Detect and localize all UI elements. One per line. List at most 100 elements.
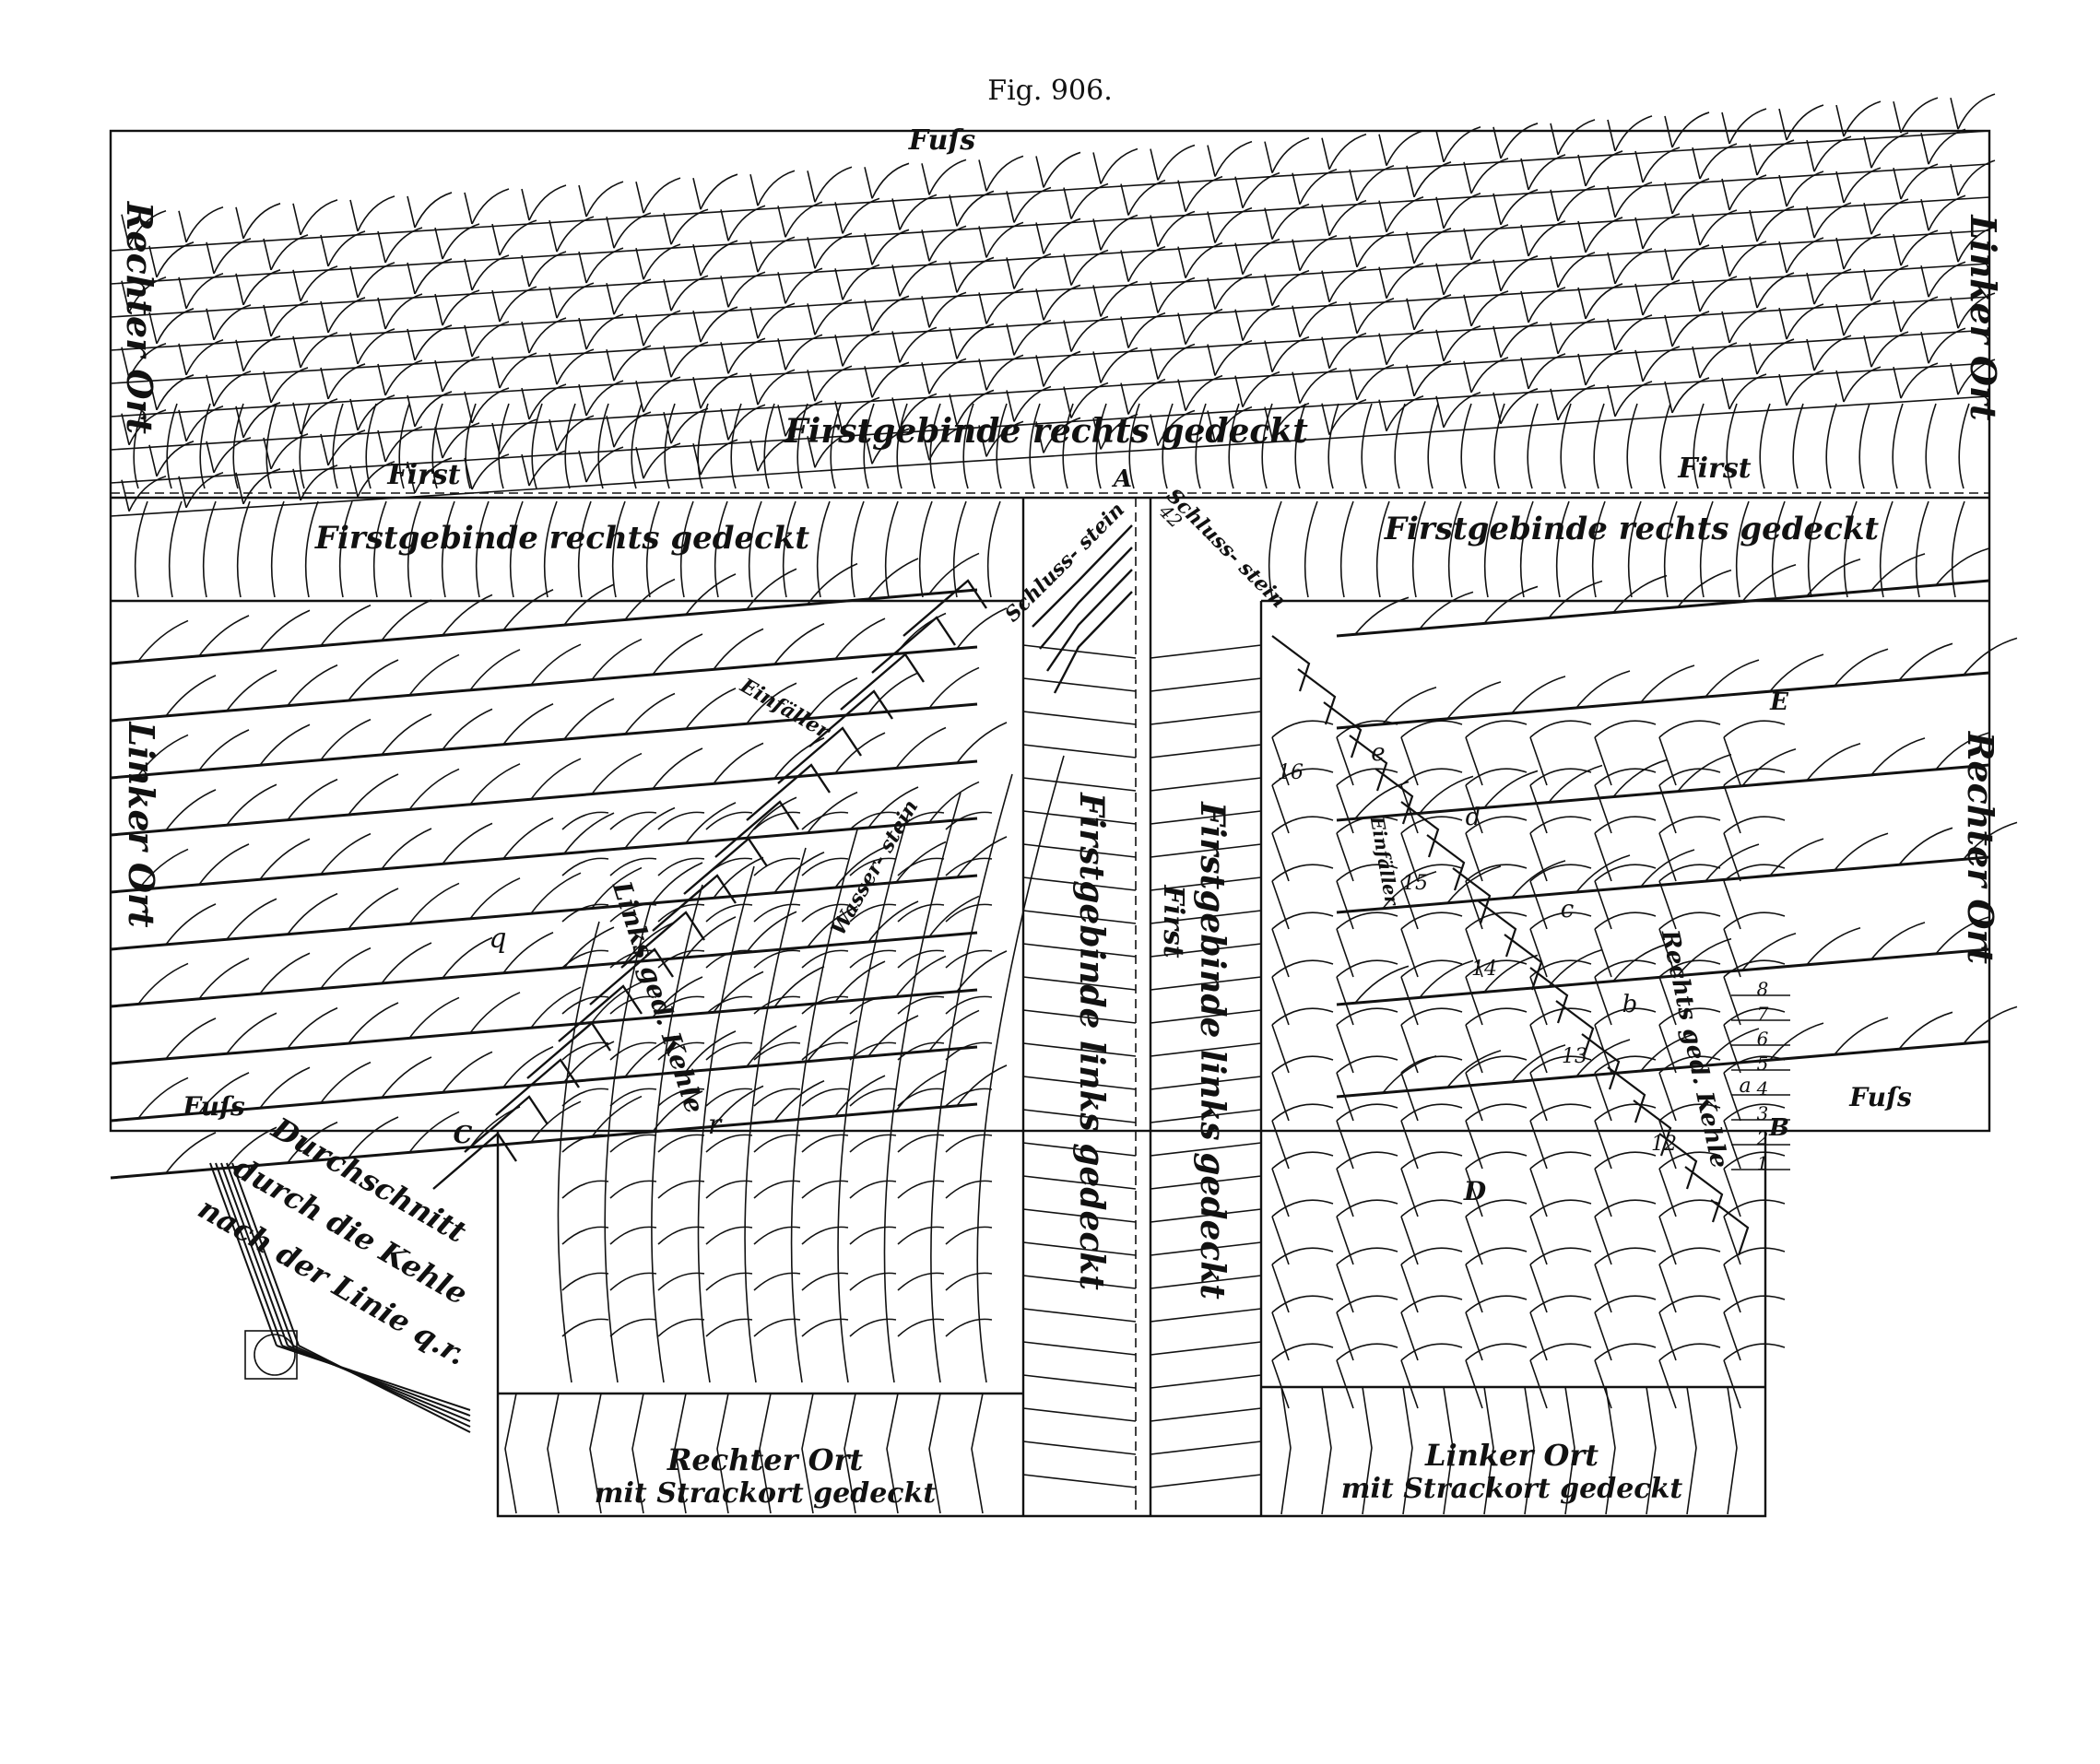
fan-scallop [1336,1103,1398,1122]
dormer-slate [1022,1374,1137,1389]
strackort-slate [759,1393,772,1514]
slate-joint [1893,167,1902,200]
slate-scallop [1100,280,1138,317]
slate-joint [464,192,473,225]
slate-scallop [1214,339,1253,376]
slate-joint [834,335,844,367]
fan-scallop [561,1088,609,1107]
fan-scallop [753,1272,801,1291]
left-course-line [110,817,978,894]
slate-scallop [928,291,967,328]
slate-scallop [1500,388,1539,425]
slate-scallop [1500,255,1539,292]
fan-slate-line [1336,976,1354,1026]
slate-joint [635,181,644,214]
slate-scallop [1843,366,1882,403]
slate-scallop [1328,133,1367,171]
fan-slate-line [1658,976,1677,1026]
ridge-slate [1726,403,1738,489]
slate-scallop [1356,297,1395,335]
keystone-chevron [1053,591,1133,694]
slate-scallop [700,372,738,409]
slate-scallop [1386,394,1424,432]
slate-joint [1006,257,1015,289]
valley-chevron [1323,701,1363,759]
fan-scallop [609,1226,657,1245]
slate-joint [121,413,130,445]
ridge-slate [830,403,842,489]
fan-scallop [1529,816,1592,834]
fan-slate-line [1336,1024,1354,1074]
label-slate-number: 1 [1757,1152,1769,1174]
strackort-slate [674,1393,687,1514]
slate-joint [1749,143,1758,176]
slate-scallop [242,335,281,372]
fan-slate-line [1336,832,1354,882]
slate-scallop [685,573,737,616]
fan-slate-line [1594,1168,1612,1217]
slate-joint [407,394,416,428]
ridge-slate [1195,403,1207,489]
slate-scallop [357,195,395,232]
slate-joint [720,209,729,241]
fan-scallop [1723,1199,1786,1217]
slate-joint [834,401,844,433]
slate-scallop [348,1002,399,1044]
slate-scallop [956,722,1008,764]
slate-scallop [270,367,309,404]
fan-scallop [801,1318,849,1337]
fan-scallop [1594,1199,1657,1217]
ridge-band-slate [1411,500,1426,598]
fan-scallop [705,1226,753,1245]
slate-scallop [1299,234,1338,272]
slate-joint [949,261,958,293]
slate-joint [1550,255,1559,288]
slate-scallop [499,418,537,455]
slate-scallop [1443,391,1481,429]
ridge-band-slate [407,500,421,598]
slate-scallop [556,216,595,253]
dormer-slate [1022,876,1137,891]
label-point-d: D [1463,1176,1487,1206]
fan-scallop [1271,864,1334,882]
slate-scallop [1699,276,1738,312]
slate-joint [864,300,873,332]
fan-scallop [945,1318,993,1337]
fan-scallop [753,1226,801,1245]
fan-scallop [1271,1343,1334,1361]
slate-joint [178,409,187,441]
fan-slate-line [1465,880,1483,930]
fan-slate-line [1529,1120,1548,1170]
slate-scallop [928,781,980,823]
slate-scallop [807,562,858,606]
slate-joint [1950,163,1959,196]
slate-joint [1778,307,1787,340]
slate-scallop [1786,104,1824,141]
slate-scallop [1900,163,1939,200]
fan-scallop [561,857,609,876]
keystone-chevron [1039,547,1133,650]
slate-scallop [348,773,399,816]
fan-scallop [753,1180,801,1199]
slate-scallop [530,986,582,1029]
dormer-slate [1022,910,1137,924]
slate-scallop [871,162,910,199]
slate-joint [148,245,158,277]
slate-scallop [643,310,681,347]
slate-scallop [1813,135,1852,172]
fan-scallop [1336,911,1398,930]
ridge-slate [1394,403,1406,489]
ridge-slate [597,403,609,489]
ridge-band-slate [782,500,796,598]
slate-joint [749,307,759,339]
slate-scallop [1806,927,1861,966]
slate-scallop [128,209,167,247]
fan-slate-line [1594,832,1612,882]
slate-scallop [1728,241,1767,277]
slate-scallop [226,898,277,940]
slate-joint [320,367,329,400]
slate-scallop [899,260,938,297]
slate-scallop [1870,922,1926,960]
valley-chevron [1452,867,1492,924]
slate-joint [549,352,558,385]
